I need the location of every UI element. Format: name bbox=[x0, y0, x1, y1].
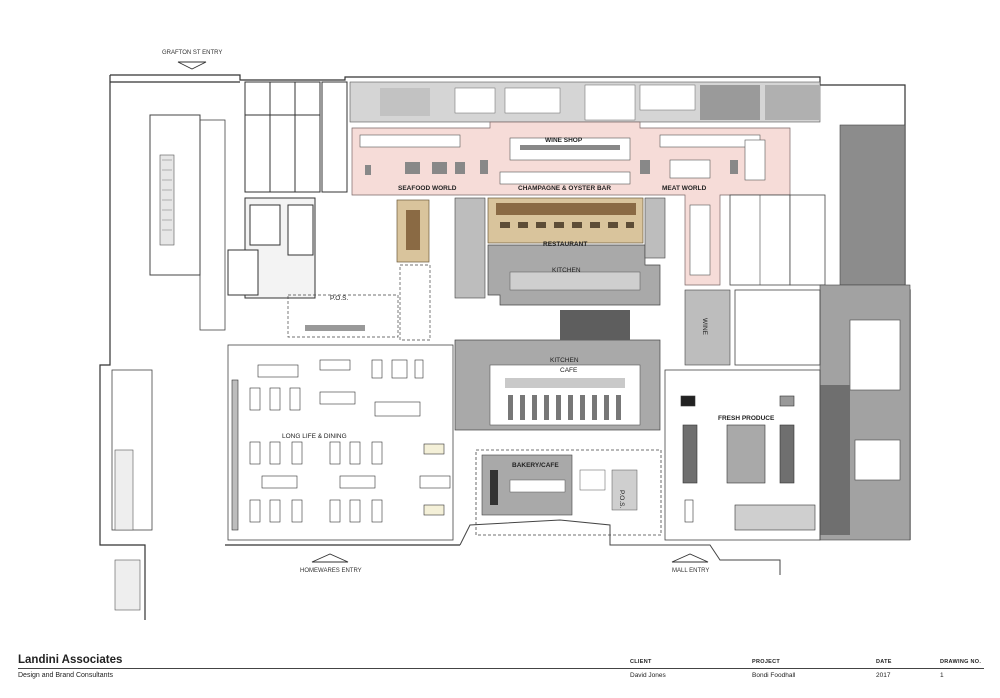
seafood-world-label: SEAFOOD WORLD bbox=[398, 185, 457, 192]
long-life-dining-zone bbox=[227, 344, 454, 541]
long-life-dining-label: LONG LIFE & DINING bbox=[282, 433, 347, 440]
fresh-produce-label: FRESH PRODUCE bbox=[718, 415, 775, 422]
title-block-rule bbox=[18, 668, 984, 669]
mall-entry-arrow bbox=[671, 553, 709, 563]
floor-plan: GRAFTON ST ENTRY HOMEWARES ENTRY MALL EN… bbox=[99, 50, 911, 620]
west-core bbox=[111, 114, 226, 611]
cafe-label: CAFE bbox=[560, 367, 578, 374]
mall-entry-label: MALL ENTRY bbox=[672, 568, 709, 574]
meat-world-label: MEAT WORLD bbox=[662, 185, 707, 192]
pos-lower-label: P.O.S. bbox=[618, 490, 625, 509]
grafton-entry-label: GRAFTON ST ENTRY bbox=[162, 50, 222, 56]
pos-upper-area bbox=[287, 264, 431, 341]
homewares-entry-arrow bbox=[311, 553, 349, 563]
firm-name: Landini Associates bbox=[18, 654, 123, 666]
date-value: 2017 bbox=[876, 672, 891, 679]
champagne-oyster-bar-label: CHAMPAGNE & OYSTER BAR bbox=[518, 185, 611, 192]
firm-subtitle: Design and Brand Consultants bbox=[18, 672, 113, 679]
bakery-cafe-label: BAKERY/CAFE bbox=[512, 462, 559, 469]
south-wall bbox=[459, 519, 781, 575]
kitchen-upper-label: KITCHEN bbox=[552, 267, 581, 274]
restaurant-zone bbox=[396, 197, 644, 263]
drawing-no-heading: DRAWING NO. bbox=[940, 659, 982, 665]
client-heading: CLIENT bbox=[630, 659, 652, 665]
east-service bbox=[684, 124, 911, 541]
homewares-entry-label: HOMEWARES ENTRY bbox=[300, 568, 362, 574]
wine-label: WINE bbox=[701, 318, 708, 336]
project-heading: PROJECT bbox=[752, 659, 781, 665]
project-value: Bondi Foodhall bbox=[752, 672, 796, 679]
upper-kitchen bbox=[454, 197, 666, 306]
north-service-rooms bbox=[227, 81, 348, 299]
restaurant-label: RESTAURANT bbox=[543, 241, 587, 248]
fresh-produce-zone bbox=[664, 369, 821, 541]
date-heading: DATE bbox=[876, 659, 892, 665]
kitchen-lower-label: KITCHEN bbox=[550, 357, 579, 364]
client-value: David Jones bbox=[630, 672, 666, 679]
entry-markers bbox=[177, 61, 709, 563]
drawing-no-value: 1 bbox=[940, 672, 944, 679]
back-of-house-north bbox=[349, 81, 821, 123]
pos-upper-label: P.O.S. bbox=[330, 295, 349, 302]
bakery-cafe-zone bbox=[475, 449, 662, 536]
wine-shop-label: WINE SHOP bbox=[545, 137, 583, 144]
grafton-entry-arrow bbox=[177, 61, 207, 70]
lower-kitchen-cafe bbox=[454, 310, 661, 431]
